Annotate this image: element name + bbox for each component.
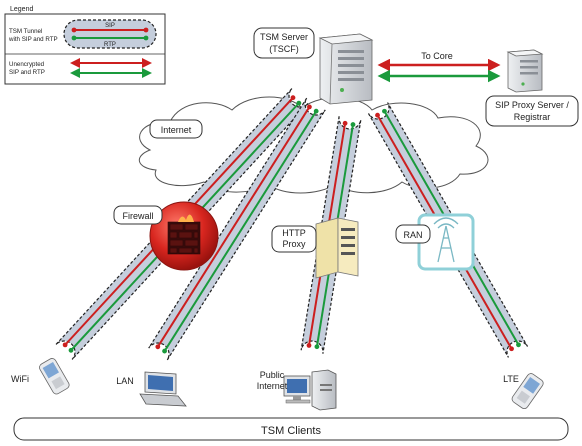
firewall: Firewall [113,201,219,271]
mobile-phone-icon-lte [511,373,544,410]
to-core-link: To Core [377,51,501,83]
legend-rtp-label: RTP [104,42,116,48]
internet-cloud [139,96,489,194]
legend: Legend TSM Tunnel with SIP and RTP SIP R… [4,6,166,85]
server-icon [318,33,374,105]
rtp-line-end [314,344,320,350]
lte-label: LTE [503,374,519,384]
http-proxy: HTTP Proxy [271,217,359,279]
ran-label-box [395,224,431,244]
http-proxy-label-1: HTTP [282,228,306,238]
sip-line-end [306,343,312,348]
rtp-line-end [350,122,356,127]
sip-line [156,106,311,348]
sip-line-end [290,95,296,101]
laptop-icon [139,371,187,407]
brick-wall-icon [167,214,201,255]
sip-line-end [307,104,312,110]
rtp-line-end [516,342,521,348]
tsm-server-label-box [253,27,315,59]
client-public-internet: Public Internet [257,369,337,411]
rtp-line-end [68,347,74,353]
sip-proxy-server: SIP Proxy Server / Registrar [485,49,579,127]
proxy-server-icon [506,49,544,93]
internet-label-group: Internet [149,119,203,139]
mobile-phone-icon [39,358,70,395]
proxy-label-2: Registrar [514,112,551,122]
public-internet-label-1: Public [260,370,285,380]
client-lan: LAN [116,371,187,407]
rtp-line [163,110,318,352]
desktop-computer-icon [283,369,337,411]
ran-label: RAN [403,230,422,240]
proxy-appliance-icon [315,217,359,279]
http-proxy-label-box [271,225,317,253]
client-lte: LTE [503,373,544,410]
tsm-server-label-2: (TSCF) [269,44,299,54]
sip-line-end [62,342,68,348]
legend-sip-label: SIP [105,23,115,29]
rtp-line-end [296,100,302,106]
legend-tunnel-line2: with SIP and RTP [8,36,58,43]
sip-line-end [509,346,514,352]
http-proxy-label-2: Proxy [282,239,306,249]
tunnel-body [148,97,326,361]
firewall-label-box [113,205,163,225]
cell-tower-icon [433,217,459,263]
internet-label: Internet [161,125,192,135]
sip-line-end [375,112,380,118]
rtp-line-end [313,108,319,114]
to-core-label: To Core [421,51,453,61]
sip-line-end [155,344,161,350]
firewall-label: Firewall [122,211,153,221]
proxy-label-1: SIP Proxy Server / [495,100,569,110]
tunnel-server-to-lan [148,97,326,361]
legend-tunnel-sample [63,19,157,49]
legend-unenc-line1: Unencrypted [9,61,45,68]
proxy-label-box [485,95,579,127]
lan-label: LAN [116,376,134,386]
tsm-server: TSM Server (TSCF) [253,27,374,105]
wifi-label: WiFi [11,374,29,384]
legend-tunnel-line1: TSM Tunnel [9,28,42,35]
public-internet-label-2: Internet [257,381,288,391]
tsm-clients-label: TSM Clients [261,425,321,437]
client-wifi: WiFi [11,358,70,395]
tsm-clients-bar: TSM Clients [13,417,569,441]
rtp-line-end [382,108,387,114]
legend-title: Legend [10,6,33,13]
tsm-server-label-1: TSM Server [260,32,308,42]
ran: RAN [395,213,475,271]
sip-line-end [342,120,348,126]
rtp-line-end [162,348,167,354]
legend-unenc-line2: SIP and RTP [9,69,45,76]
